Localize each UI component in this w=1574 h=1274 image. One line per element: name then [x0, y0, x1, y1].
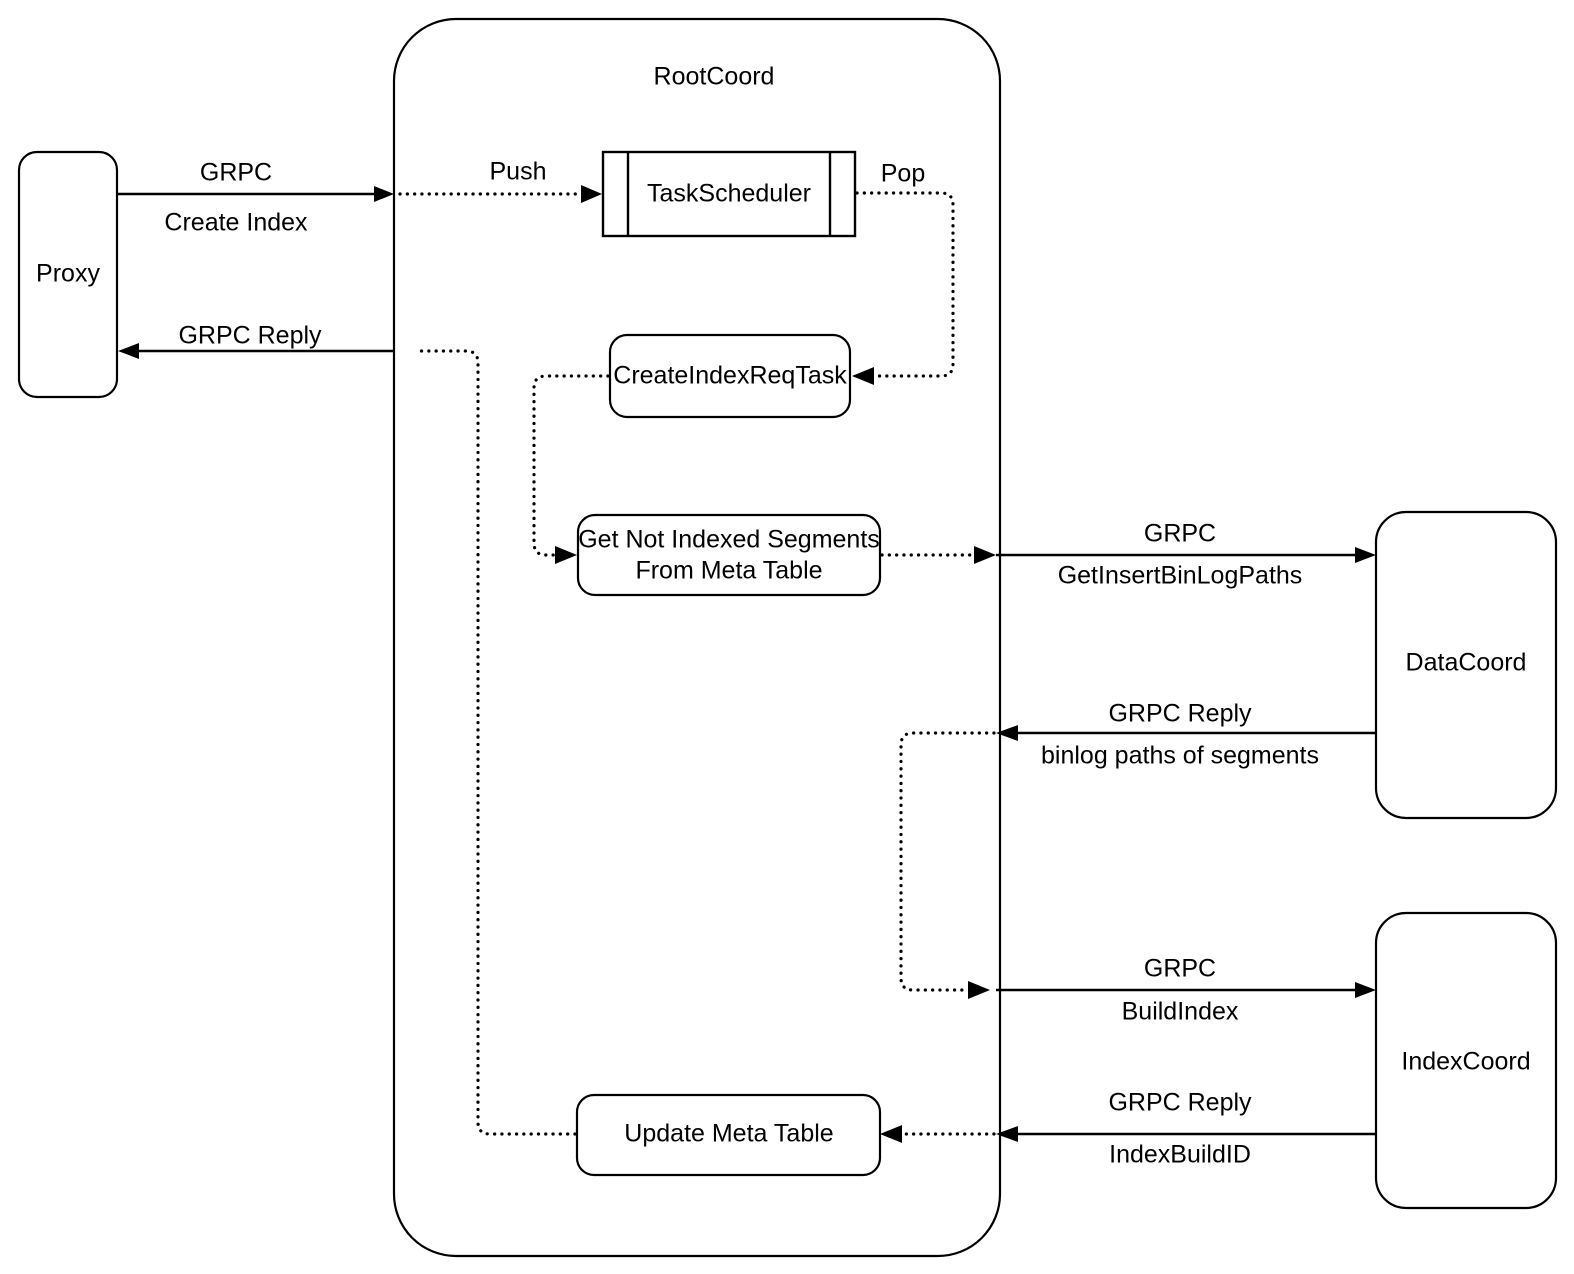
node-update-meta-table[interactable]: [575, 1093, 882, 1177]
edge-task-to-get-segments-arrowhead: [555, 546, 577, 564]
node-get-not-indexed-segments-label-line1: Get Not Indexed Segments: [578, 526, 880, 554]
node-update-meta-table-label: Update Meta Table: [624, 1120, 833, 1148]
node-datacoord[interactable]: [1374, 510, 1558, 820]
node-task-scheduler-label: TaskScheduler: [647, 180, 811, 208]
edge-proxy-to-rootcoord-label-line2: Create Index: [164, 209, 308, 237]
edge-rootcoord-to-proxy-label-line1: GRPC Reply: [178, 322, 322, 350]
node-task-scheduler[interactable]: [601, 150, 857, 238]
edge-task-to-get-segments: [532, 374, 610, 557]
edge-pop: [855, 191, 955, 378]
edge-pop-arrowhead: [852, 367, 874, 385]
edge-proxy-to-rootcoord-arrowhead: [374, 186, 394, 202]
rootcoord-container: [392, 17, 1002, 1258]
node-indexcoord[interactable]: [1374, 911, 1558, 1210]
node-create-index-req-task-label: CreateIndexReqTask: [613, 362, 847, 390]
edge-to-indexcoord-label-line1: GRPC: [1144, 955, 1216, 983]
edge-internal-reply-to-buildindex-arrowhead: [968, 981, 990, 999]
edge-border-to-update-meta-arrowhead: [880, 1125, 902, 1143]
node-datacoord-label: DataCoord: [1406, 649, 1527, 677]
node-proxy-label: Proxy: [36, 260, 100, 288]
edge-from-indexcoord-label-line2: IndexBuildID: [1109, 1141, 1251, 1169]
edge-proxy-to-rootcoord-label-line1: GRPC: [200, 159, 272, 187]
node-get-not-indexed-segments[interactable]: [576, 513, 882, 597]
edge-from-indexcoord-label-line1: GRPC Reply: [1108, 1089, 1252, 1117]
edge-push-arrowhead: [581, 185, 602, 203]
edge-from-datacoord-label-line2: binlog paths of segments: [1041, 742, 1319, 770]
edge-pop-label: Pop: [881, 160, 925, 188]
edge-get-segments-to-border-arrowhead: [974, 546, 996, 564]
edge-to-indexcoord-arrowhead: [1355, 982, 1376, 998]
node-create-index-req-task[interactable]: [608, 333, 852, 419]
node-proxy[interactable]: [17, 150, 119, 399]
edge-to-datacoord-label-line2: GetInsertBinLogPaths: [1058, 562, 1303, 590]
edge-push-label: Push: [490, 158, 547, 186]
edge-rootcoord-to-proxy-arrowhead: [118, 343, 139, 359]
edge-to-datacoord-label-line1: GRPC: [1144, 520, 1216, 548]
edge-to-datacoord-arrowhead: [1355, 547, 1376, 563]
edge-to-indexcoord-label-line2: BuildIndex: [1122, 998, 1239, 1026]
node-indexcoord-label: IndexCoord: [1401, 1048, 1530, 1076]
rootcoord-container-label: RootCoord: [654, 63, 775, 91]
node-get-not-indexed-segments-label-line2: From Meta Table: [635, 557, 822, 585]
edge-from-datacoord-arrowhead: [996, 725, 1018, 741]
edge-from-datacoord-label-line1: GRPC Reply: [1108, 700, 1252, 728]
edge-from-indexcoord-arrowhead: [996, 1126, 1018, 1142]
